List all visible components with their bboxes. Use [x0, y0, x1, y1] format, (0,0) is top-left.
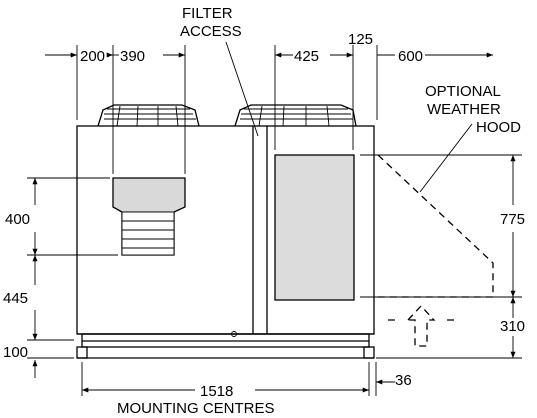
mounting-centres-label: MOUNTING CENTRES	[117, 400, 275, 417]
fan-guard-left-bars	[116, 105, 179, 127]
dim-400: 400	[5, 211, 30, 228]
louvre-frame	[121, 211, 175, 256]
airflow-arrow	[406, 305, 436, 347]
dim-100: 100	[3, 344, 28, 361]
dim-36: 36	[395, 372, 412, 389]
access-window	[274, 154, 355, 301]
unit-body	[76, 125, 375, 359]
filter-access-leader	[225, 41, 259, 137]
optional-hood-label-line3: HOOD	[476, 119, 521, 136]
dim-125: 125	[348, 31, 373, 48]
bottom-dimensions: 1518 36 MOUNTING CENTRES	[81, 362, 412, 417]
right-dimensions: 775 310	[360, 154, 525, 359]
dim-775: 775	[500, 211, 525, 228]
fan-guard-right	[234, 104, 357, 127]
filter-access-label-line2: ACCESS	[180, 23, 242, 40]
dim-425: 425	[294, 48, 319, 65]
coil-grille	[112, 177, 186, 256]
fan-guards	[97, 104, 357, 127]
fan-guard-left	[97, 104, 200, 127]
optional-hood-leader	[419, 123, 473, 193]
dim-310: 310	[500, 318, 525, 335]
left-dimensions: 400 445 100	[3, 177, 118, 378]
top-dimensions: 200 390 425 125 600	[45, 31, 493, 174]
drain-point	[231, 331, 237, 337]
weather-hood-outline	[377, 154, 494, 298]
right-foot	[363, 346, 375, 359]
dim-445: 445	[3, 290, 28, 307]
filter-access-label-line1: FILTER	[182, 5, 233, 22]
fan-guard-left-grille	[104, 108, 196, 120]
fan-guard-right-bars	[258, 105, 330, 127]
optional-hood-label-line1: OPTIONAL	[425, 83, 501, 100]
dim-1518: 1518	[200, 383, 233, 400]
optional-hood-label-line2: WEATHER	[427, 101, 501, 118]
dim-600: 600	[398, 48, 423, 65]
fan-guard-right-grille	[240, 108, 353, 120]
dim-390: 390	[120, 48, 145, 65]
optional-weather-hood	[377, 154, 494, 347]
left-foot	[76, 346, 88, 359]
dim-200: 200	[80, 48, 105, 65]
